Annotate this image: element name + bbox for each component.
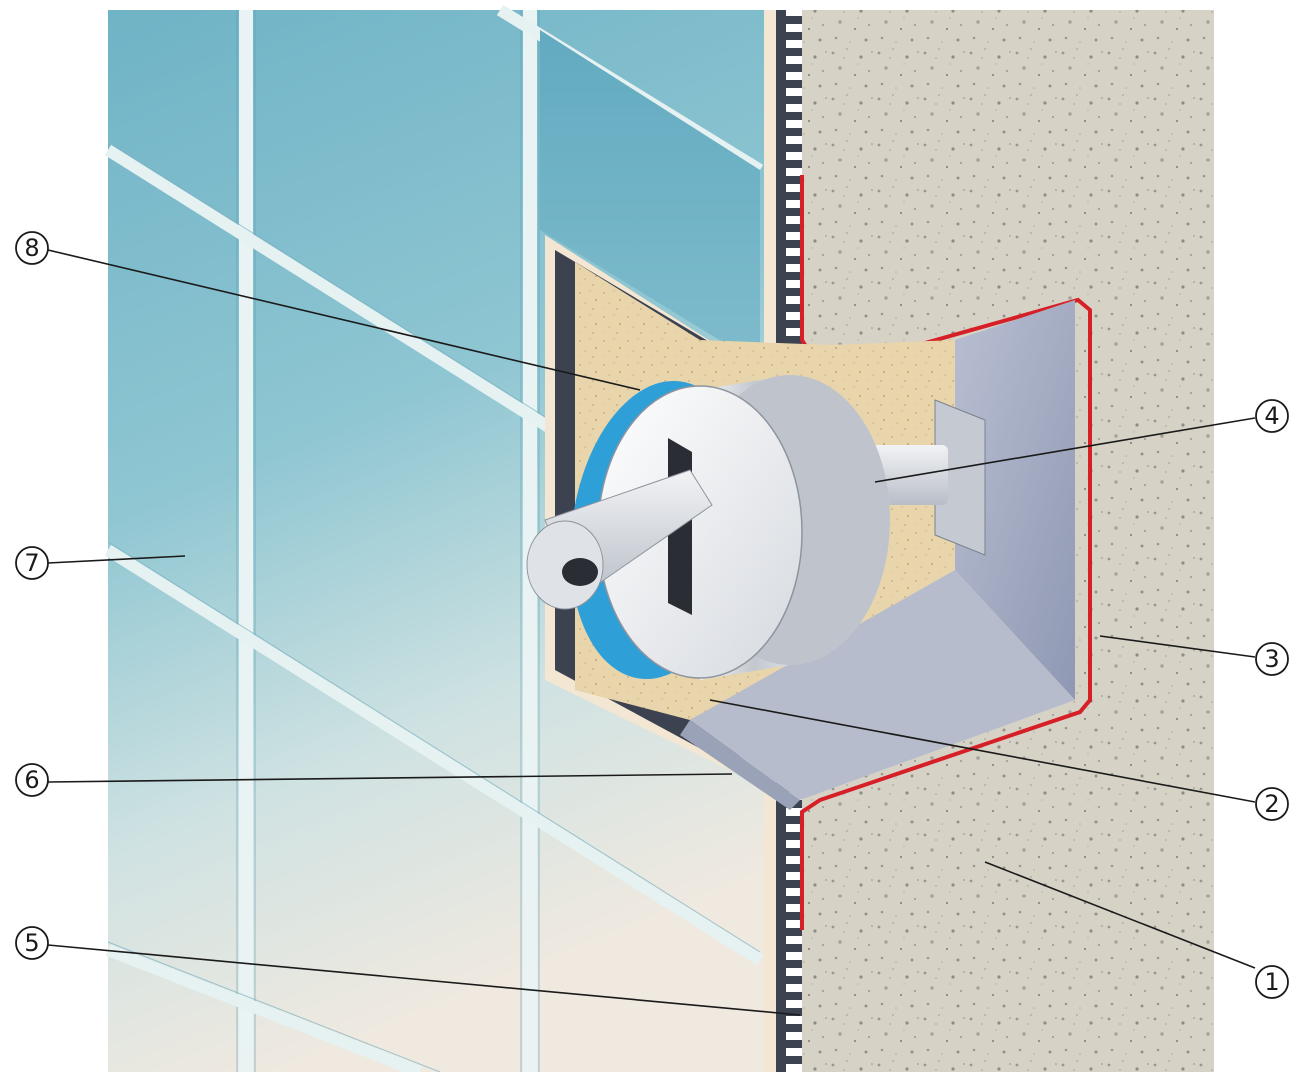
box-lining-back xyxy=(955,300,1075,700)
box-lining-floor xyxy=(690,570,1075,800)
callout-2-label: 2 xyxy=(1264,790,1279,818)
upper-tile xyxy=(540,30,760,365)
callout-7-label: 7 xyxy=(24,549,39,577)
callout-1-label: 1 xyxy=(1264,968,1279,996)
callout-2: 2 xyxy=(1255,787,1289,821)
tile-grout xyxy=(239,10,537,1072)
callout-1: 1 xyxy=(1255,965,1289,999)
callout-8: 8 xyxy=(15,231,49,265)
callout-4: 4 xyxy=(1255,399,1289,433)
callout-3: 3 xyxy=(1255,642,1289,676)
leader-lines xyxy=(47,249,1256,1016)
callout-8-label: 8 xyxy=(24,234,39,262)
callout-6-label: 6 xyxy=(24,766,39,794)
callout-5: 5 xyxy=(15,926,49,960)
callout-5-label: 5 xyxy=(24,929,39,957)
callout-4-label: 4 xyxy=(1264,402,1279,430)
box-lining-lip xyxy=(680,720,800,810)
callout-3-label: 3 xyxy=(1264,645,1279,673)
callout-7: 7 xyxy=(15,546,49,580)
callout-6: 6 xyxy=(15,763,49,797)
